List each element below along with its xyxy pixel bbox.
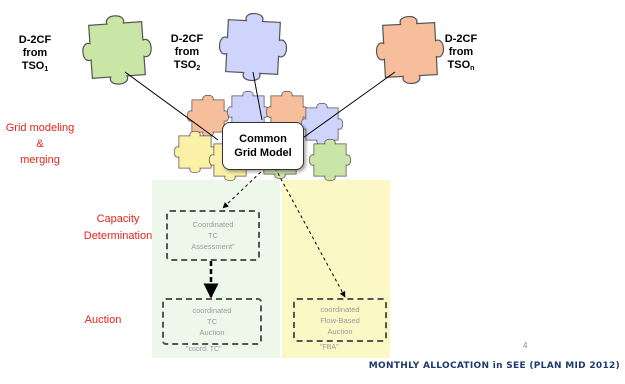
fb-auction-line1: coordinated xyxy=(320,304,360,314)
footer-title: MONTHLY ALLOCATION in SEE (PLAN MID 2012… xyxy=(368,361,620,371)
capacity-line2: Determination xyxy=(83,230,153,242)
fb-auction-line3: Auction xyxy=(327,326,353,336)
tso2-label: D-2CF from TSO2 xyxy=(162,33,212,75)
fba-caption: "FBA" xyxy=(320,344,339,351)
common-grid-model-box: Common Grid Model xyxy=(222,122,304,170)
pile-puzzle-green-2 xyxy=(308,138,352,182)
tso2-subscript: 2 xyxy=(196,65,201,72)
tc-auction-line2: TC xyxy=(207,317,217,326)
tso1-label: D-2CF from TSO1 xyxy=(10,34,60,76)
grid-modeling-line2: & xyxy=(36,138,44,150)
arrow-cgm-to-fba xyxy=(274,167,346,298)
coord-tc-caption: "coord. TC" xyxy=(186,346,222,353)
tson-label-line2: from xyxy=(448,46,474,58)
auction-label: Auction xyxy=(84,314,122,326)
tson-puzzle-piece xyxy=(374,14,446,86)
tson-label-line3: TSOn xyxy=(447,59,475,72)
cgm-line1: Common xyxy=(239,133,287,145)
tson-label-line1: D-2CF xyxy=(444,33,478,45)
capacity-determination-label: Capacity Determination xyxy=(78,213,158,243)
coordinated-tc-panel xyxy=(152,180,280,358)
tso1-label-line1: D-2CF xyxy=(18,34,52,46)
flow-based-auction-box: coordinated Flow-Based Auction xyxy=(293,298,387,342)
page-number: 4 xyxy=(523,341,528,350)
tso2-puzzle-piece xyxy=(217,11,289,83)
flow-based-panel xyxy=(282,180,390,358)
assessment-line3: Assessment" xyxy=(191,242,235,251)
tso1-subscript: 1 xyxy=(44,66,49,73)
arrow-cgm-to-capacity xyxy=(222,167,266,209)
grid-modeling-line3: merging xyxy=(20,154,60,166)
tso1-connector xyxy=(124,71,219,141)
coordinated-tc-auction-box: coordinated TC Auction xyxy=(162,298,262,345)
pile-puzzle-yellow-1 xyxy=(173,130,217,174)
fb-auction-line2: Flow-Based xyxy=(320,315,360,325)
tso2-connector xyxy=(252,71,263,121)
tc-auction-line1: coordinated xyxy=(192,306,232,315)
grid-modeling-label: Grid modeling & merging xyxy=(4,122,76,167)
assessment-line1: Coordinated xyxy=(192,220,234,229)
tson-connector xyxy=(299,71,396,141)
tso1-puzzle-piece xyxy=(79,12,155,88)
coordinated-tc-assessment-box: Coordinated TC Assessment" xyxy=(166,210,260,261)
assessment-line2: TC xyxy=(208,231,218,240)
tso2-label-line3: TSO2 xyxy=(173,59,201,72)
tson-subscript: n xyxy=(470,65,475,72)
tso2-label-line2: from xyxy=(174,46,200,58)
tso1-label-line2: from xyxy=(22,47,48,59)
capacity-line1: Capacity xyxy=(96,213,140,225)
tson-label: D-2CF from TSOn xyxy=(436,33,486,75)
grid-modeling-line1: Grid modeling xyxy=(5,122,75,134)
tso1-label-line3: TSO1 xyxy=(21,60,49,73)
cgm-line2: Grid Model xyxy=(234,147,292,159)
tc-auction-line3: Auction xyxy=(199,328,225,337)
tso2-label-line1: D-2CF xyxy=(170,33,204,45)
